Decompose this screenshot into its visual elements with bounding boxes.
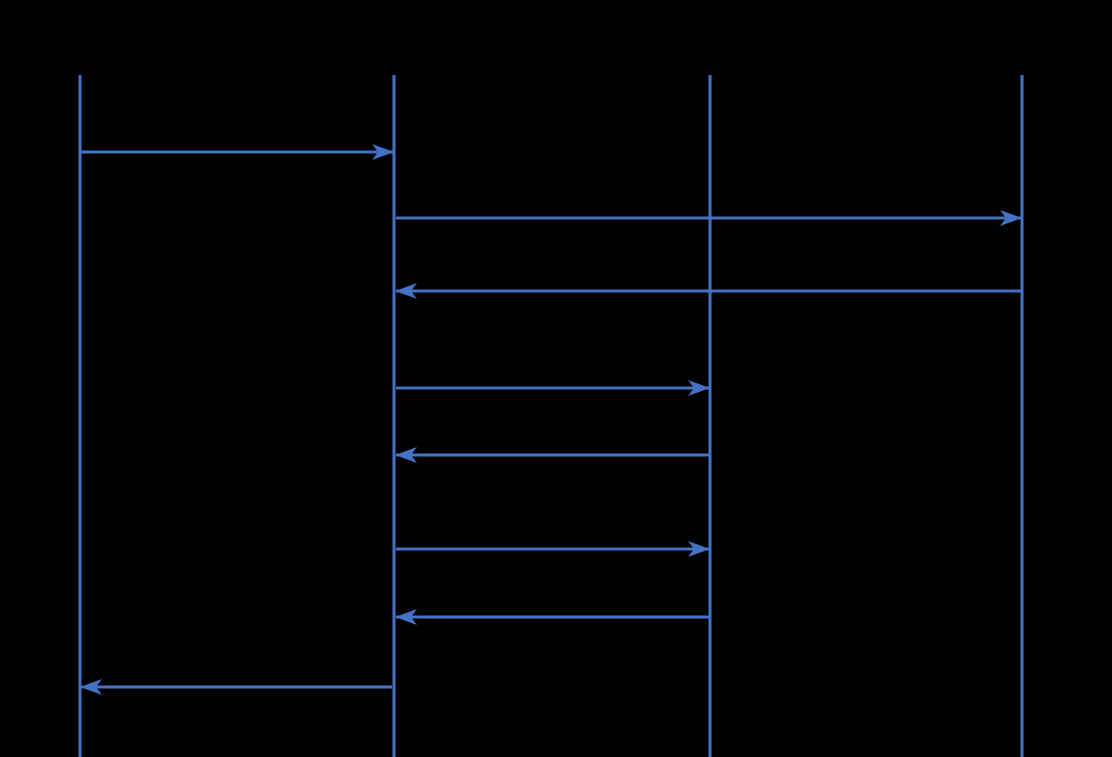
diagram-svg xyxy=(78,75,1024,757)
